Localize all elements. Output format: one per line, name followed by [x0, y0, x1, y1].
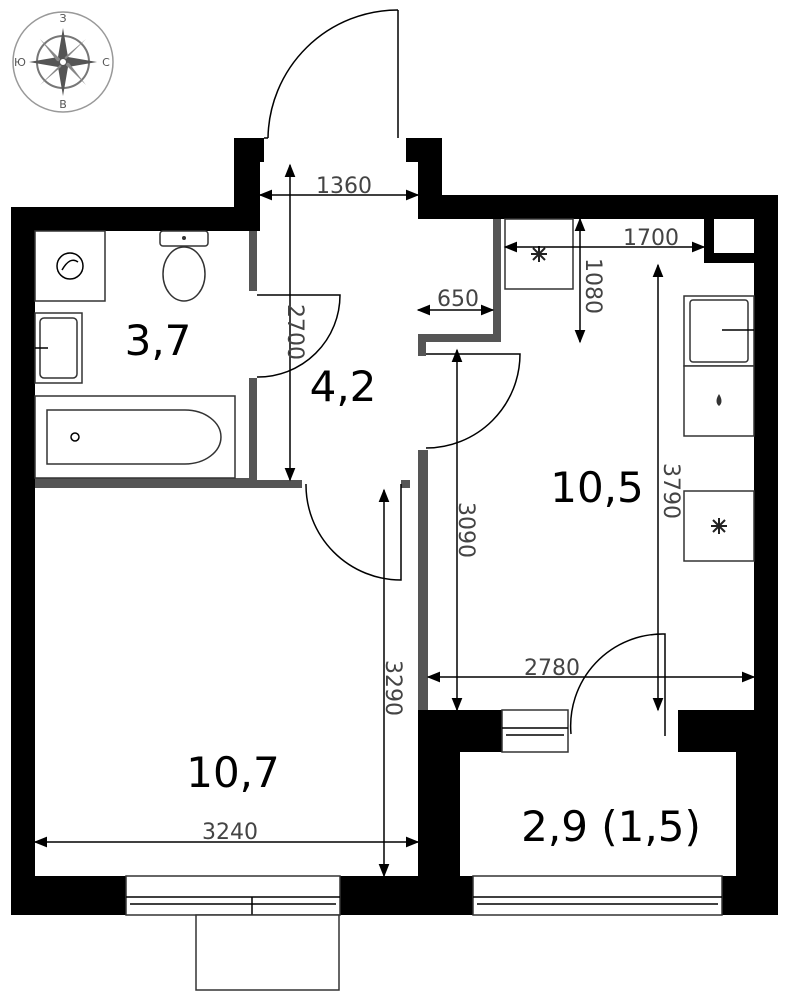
dimension-corridor-step: 650: [437, 287, 479, 312]
compass-north-label: З: [59, 12, 66, 25]
kitchen-sink-icon: [683, 295, 755, 367]
interior-partitions: [35, 219, 501, 710]
compass-south-label: В: [59, 98, 67, 111]
toilet-icon: [159, 230, 209, 302]
area-bathroom: 3,7: [125, 316, 192, 365]
exterior-walls: [11, 138, 778, 915]
dimension-lines: [33, 163, 756, 878]
ventilation-icon: [504, 218, 574, 290]
windows: [125, 709, 723, 991]
compass-east-label: С: [102, 56, 110, 69]
dimension-room-width: 3240: [202, 820, 258, 845]
dishwasher-icon: [683, 365, 755, 437]
dimension-hall-width: 1360: [316, 174, 372, 199]
dimension-kitchen-depth-left: 3090: [453, 502, 478, 558]
bathtub-icon: [34, 395, 236, 479]
dimension-hall-depth: 2700: [282, 304, 307, 360]
compass-west-label: Ю: [14, 56, 26, 69]
dimension-kitchen-depth-right: 3790: [658, 463, 683, 519]
area-hall: 4,2: [310, 362, 377, 411]
dimension-kitchen-width: 2780: [524, 656, 580, 681]
bathroom-sink-icon: [34, 312, 83, 384]
area-kitchen: 10,5: [550, 463, 644, 512]
dimension-room-depth: 3290: [380, 660, 405, 716]
compass-icon: З С В Ю: [12, 11, 114, 113]
area-loggia: 2,9 (1,5): [521, 802, 701, 851]
stove-icon: [683, 490, 755, 562]
washing-machine-icon: [34, 230, 106, 302]
area-room: 10,7: [186, 748, 280, 797]
dimension-kitchen-top: 1700: [623, 226, 679, 251]
dimension-kitchen-niche: 1080: [580, 258, 605, 314]
